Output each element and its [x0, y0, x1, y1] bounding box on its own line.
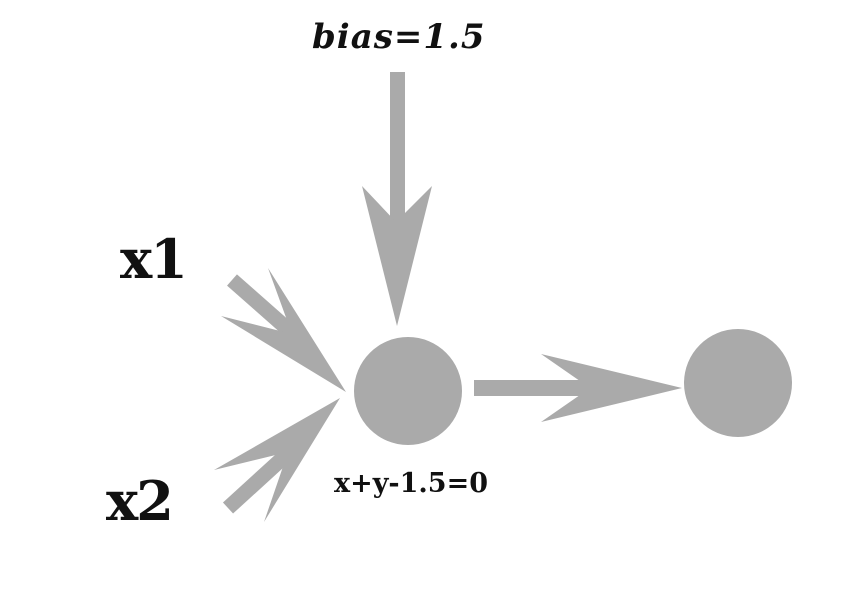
decision-boundary-equation: x+y-1.5=0	[334, 468, 488, 499]
output-arrow	[474, 354, 682, 422]
x2-input-arrow	[214, 398, 340, 522]
x2-label: x2	[106, 469, 174, 533]
bias-label: bias=1.5	[312, 17, 486, 57]
x1-input-arrow	[221, 268, 346, 392]
neuron-node	[354, 337, 462, 445]
output-node	[684, 329, 792, 437]
bias-arrow	[362, 72, 432, 326]
x1-label: x1	[120, 227, 188, 291]
